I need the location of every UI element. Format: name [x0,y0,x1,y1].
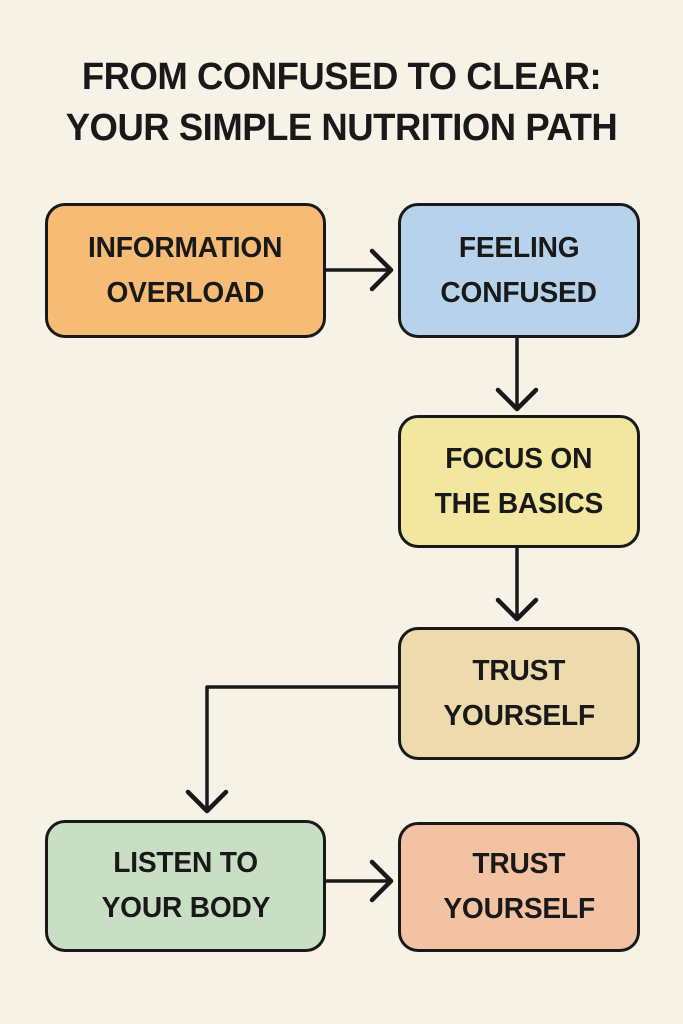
node-label-line: TRUST [472,848,566,880]
arrow-basics-to-trust [495,548,539,622]
node-label-line: THE BASICS [434,487,604,520]
node-information-overload: INFORMATION OVERLOAD [45,203,326,338]
arrow-confused-to-basics [495,338,539,412]
node-label-line: LISTEN TO [113,847,258,879]
node-label-line: OVERLOAD [106,276,265,309]
node-label-line: YOURSELF [443,699,595,732]
node-label-line: INFORMATION [88,231,283,264]
node-label-line: TRUST [472,654,566,687]
node-label-line: FEELING [458,231,580,264]
node-listen-to-your-body: LISTEN TO YOUR BODY [45,820,326,952]
arrow-information-to-confused [325,248,394,292]
arrow-listen-to-trust-final [325,859,394,903]
node-label-line: YOURSELF [443,893,595,925]
page-title: FROM CONFUSED TO CLEAR: YOUR SIMPLE NUTR… [14,52,670,154]
node-label-line: FOCUS ON [445,442,593,475]
node-trust-yourself: TRUST YOURSELF [398,627,640,760]
node-feeling-confused: FEELING CONFUSED [398,203,640,338]
node-label-line: YOUR BODY [101,892,270,924]
node-focus-on-the-basics: FOCUS ON THE BASICS [398,415,640,548]
node-label-line: CONFUSED [440,276,598,309]
page-title-line-1: FROM CONFUSED TO CLEAR: [81,56,602,98]
arrow-trust-to-listen [185,685,398,814]
page-title-line-2: YOUR SIMPLE NUTRITION PATH [65,107,618,149]
node-trust-yourself-final: TRUST YOURSELF [398,822,640,952]
